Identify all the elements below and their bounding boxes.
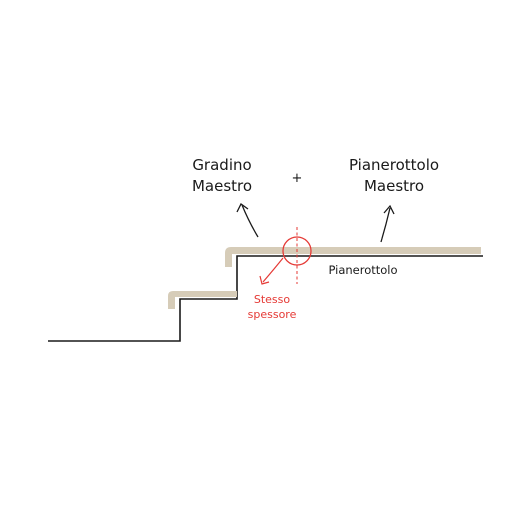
lower-step-tread [168, 291, 237, 309]
stesso-arrow-head [259, 275, 270, 285]
pianerottolo-maestro-label-line1: Pianerottolo [349, 156, 439, 174]
pianerottolo-maestro-label-line2: Maestro [364, 177, 424, 195]
plus-sign: + [292, 171, 303, 186]
pianerottolo-label: Pianerottolo [328, 263, 397, 277]
stesso-label-line2: spessore [248, 308, 297, 321]
stair-profile-line [48, 255, 483, 342]
gradino-label-line2: Maestro [192, 177, 252, 195]
landing-tread [225, 247, 481, 267]
gradino-arrow-line [241, 204, 259, 238]
pianerottolo-arrow-head [383, 204, 395, 215]
gradino-arrow-head [236, 203, 249, 213]
stesso-arrow-line [262, 257, 284, 283]
stesso-label-line1: Stesso [254, 293, 291, 306]
gradino-label-line1: Gradino [192, 156, 251, 174]
junction-highlight-circle [282, 236, 312, 266]
pianerottolo-arrow-line [380, 207, 391, 243]
